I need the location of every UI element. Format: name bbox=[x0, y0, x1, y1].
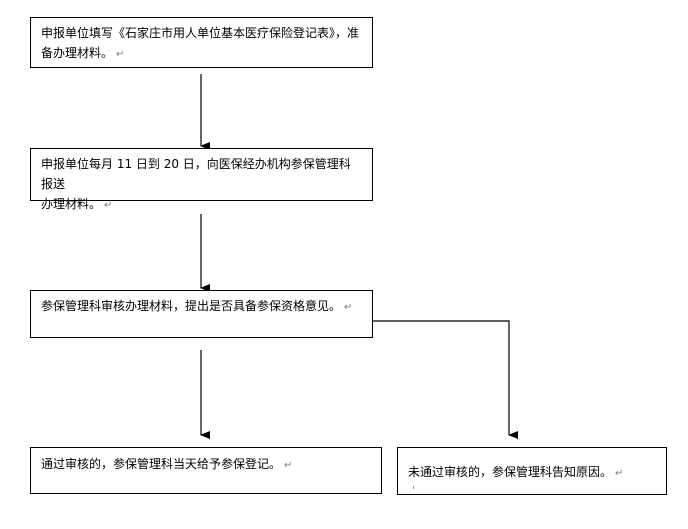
step-5-line-1: 未通过审核的，参保管理科告知原因。↵ bbox=[408, 462, 656, 484]
step-2-line-2-text: 办理材料。 bbox=[41, 197, 102, 211]
step-4-line-1: 通过审核的，参保管理科当天给予参保登记。↵ bbox=[41, 454, 371, 476]
step-5-box: 未通过审核的，参保管理科告知原因。↵ bbox=[397, 447, 667, 495]
step-2-line-1: 申报单位每月 11 日到 20 日，向医保经办机构参保管理科报送 bbox=[41, 154, 362, 194]
step-1-line-2: 备办理材料。↵ bbox=[41, 43, 362, 65]
step-2-line-2: 办理材料。↵ bbox=[41, 194, 362, 216]
step-3-line-1: 参保管理科审核办理材料，提出是否具备参保资格意见。↵ bbox=[41, 296, 362, 318]
step-1-line-1-text: 申报单位填写《石家庄市用人单位基本医疗保险登记表》，准 bbox=[41, 26, 360, 40]
step-4-line-1-text: 通过审核的，参保管理科当天给予参保登记。 bbox=[41, 457, 282, 471]
step-1-line-1: 申报单位填写《石家庄市用人单位基本医疗保险登记表》，准 bbox=[41, 23, 362, 43]
paragraph-mark-icon: ↵ bbox=[104, 200, 113, 211]
step-3-box: 参保管理科审核办理材料，提出是否具备参保资格意见。↵ bbox=[30, 290, 373, 338]
arrow-step3-to-step5 bbox=[373, 320, 518, 439]
step-1-box: 申报单位填写《石家庄市用人单位基本医疗保险登记表》，准 备办理材料。↵ bbox=[30, 17, 373, 68]
paragraph-mark-icon: ↵ bbox=[344, 302, 353, 313]
step-3-line-1-text: 参保管理科审核办理材料，提出是否具备参保资格意见。 bbox=[41, 299, 342, 313]
paragraph-mark-icon: ↵ bbox=[116, 49, 125, 60]
step-5-line-1-text: 未通过审核的，参保管理科告知原因。 bbox=[408, 465, 613, 479]
paragraph-mark-icon: ↵ bbox=[284, 460, 293, 471]
text-cursor-mark bbox=[413, 486, 414, 489]
step-2-box: 申报单位每月 11 日到 20 日，向医保经办机构参保管理科报送 办理材料。↵ bbox=[30, 148, 373, 211]
step-1-line-2-text: 备办理材料。 bbox=[41, 46, 114, 60]
step-4-box: 通过审核的，参保管理科当天给予参保登记。↵ bbox=[30, 447, 382, 494]
paragraph-mark-icon: ↵ bbox=[615, 468, 624, 479]
step-2-line-1-text: 申报单位每月 11 日到 20 日，向医保经办机构参保管理科报送 bbox=[41, 157, 351, 191]
